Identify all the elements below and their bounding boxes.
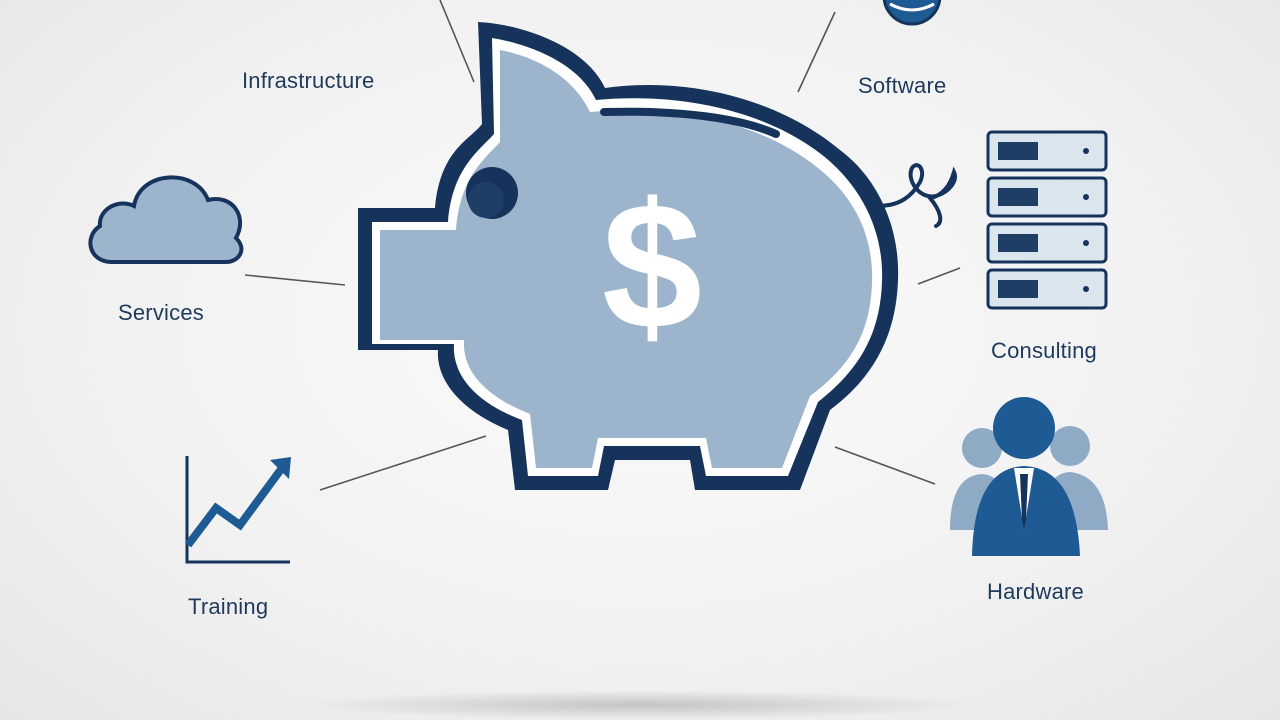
- connector-infrastructure: [439, 0, 475, 83]
- connector-services: [244, 274, 346, 286]
- connector-consulting: [917, 267, 961, 285]
- label-hardware: Hardware: [987, 579, 1084, 604]
- connector-training: [319, 435, 487, 491]
- connector-hardware: [834, 446, 936, 485]
- people-group-icon: [950, 397, 1108, 556]
- server-rack-icon: [986, 130, 1108, 310]
- floor-shadow: [300, 690, 980, 720]
- connector-software: [797, 11, 836, 93]
- dollar-sign-icon: $: [602, 166, 702, 367]
- label-services: Services: [118, 300, 204, 325]
- label-software: Software: [858, 73, 947, 98]
- globe-icon: [882, 0, 942, 26]
- label-training: Training: [188, 594, 269, 619]
- piggy-bank-icon: $: [358, 22, 957, 490]
- growth-chart-icon: [184, 456, 291, 564]
- label-consulting: Consulting: [991, 338, 1097, 363]
- cloud-icon: [88, 175, 244, 264]
- connector-lines: [244, 0, 961, 491]
- label-infrastructure: Infrastructure: [242, 68, 375, 93]
